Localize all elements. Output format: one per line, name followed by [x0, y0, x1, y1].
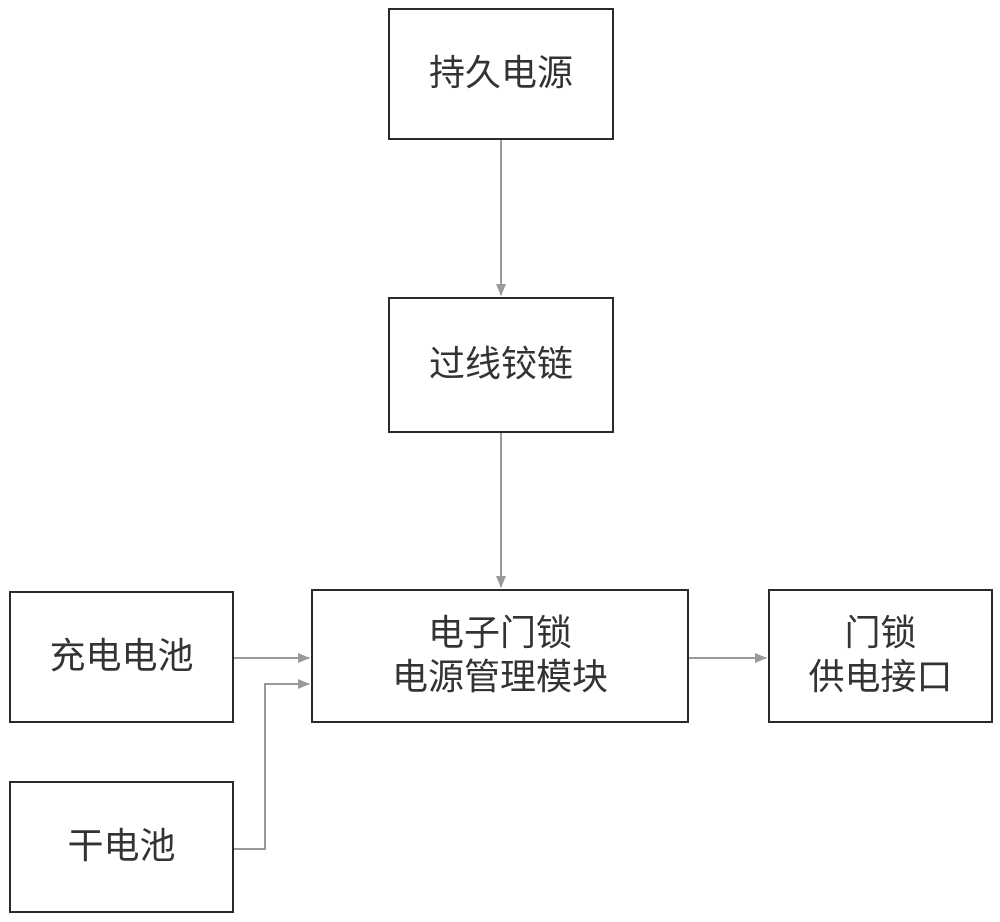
- wire-hinge-box: 过线铰链: [388, 297, 614, 433]
- dry-battery-label: 干电池: [67, 825, 175, 869]
- rechargeable-battery-label: 充电电池: [49, 635, 193, 679]
- dry-battery-box: 干电池: [9, 781, 234, 913]
- arrow-dry-to-module: [234, 684, 309, 849]
- permanent-power-label: 持久电源: [429, 52, 573, 96]
- rechargeable-battery-box: 充电电池: [9, 591, 234, 723]
- lock-power-interface-box: 门锁 供电接口: [768, 589, 993, 723]
- module-label-line1: 电子门锁: [428, 612, 572, 656]
- interface-label-line2: 供电接口: [808, 656, 952, 700]
- interface-label-line1: 门锁: [844, 612, 916, 656]
- wire-hinge-label: 过线铰链: [429, 343, 573, 387]
- module-label-line2: 电源管理模块: [392, 656, 608, 700]
- permanent-power-box: 持久电源: [388, 8, 614, 140]
- power-management-module-box: 电子门锁 电源管理模块: [311, 589, 689, 723]
